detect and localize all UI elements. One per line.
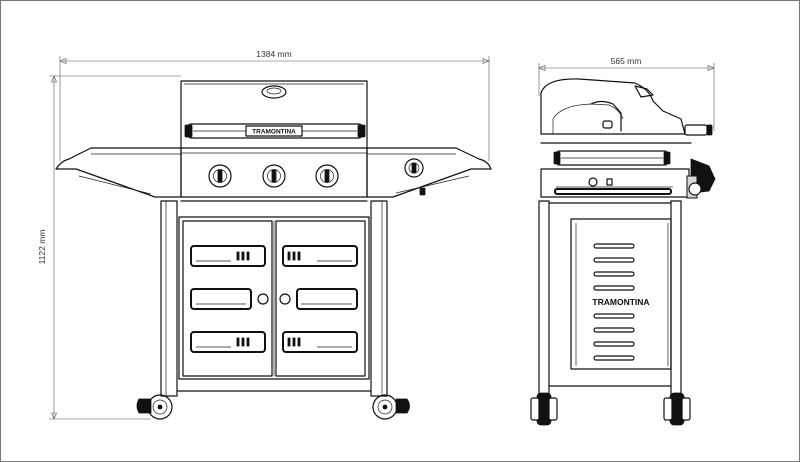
cabinet-doors (178, 216, 370, 380)
door-knob-left (257, 293, 269, 305)
left-door-vents (190, 245, 266, 353)
height-label: 1122 mm (37, 230, 47, 265)
cabinet-logo-text: TRAMONTINA (592, 297, 649, 307)
dimension-width-front: 1384 mm (59, 49, 490, 161)
side-cart: TRAMONTINA (538, 200, 682, 397)
front-casters (136, 394, 410, 420)
dimension-depth-side: 565 mm (538, 56, 715, 131)
side-lid (540, 78, 713, 144)
gas-regulator (686, 158, 716, 199)
depth-label: 565 mm (611, 56, 642, 66)
side-view-grill: TRAMONTINA (530, 78, 716, 426)
right-door-vents (282, 245, 358, 353)
lid-logo-text: TRAMONTINA (252, 129, 296, 136)
side-cabinet-vents (593, 243, 635, 361)
door-knob-right (279, 293, 291, 305)
side-handle (684, 124, 708, 136)
grill-lid: TRAMONTINA (180, 80, 368, 149)
control-panel (180, 147, 368, 202)
side-wheels (530, 392, 691, 426)
side-shelves (55, 147, 492, 198)
front-view-grill: TRAMONTINA (55, 80, 492, 420)
dimension-height: 1122 mm (37, 75, 181, 420)
side-lid-handle (553, 150, 671, 166)
igniter-button (419, 187, 426, 196)
width-label: 1384 mm (256, 49, 291, 59)
side-control-panel (540, 158, 716, 199)
lid-logo-plate (245, 125, 303, 137)
